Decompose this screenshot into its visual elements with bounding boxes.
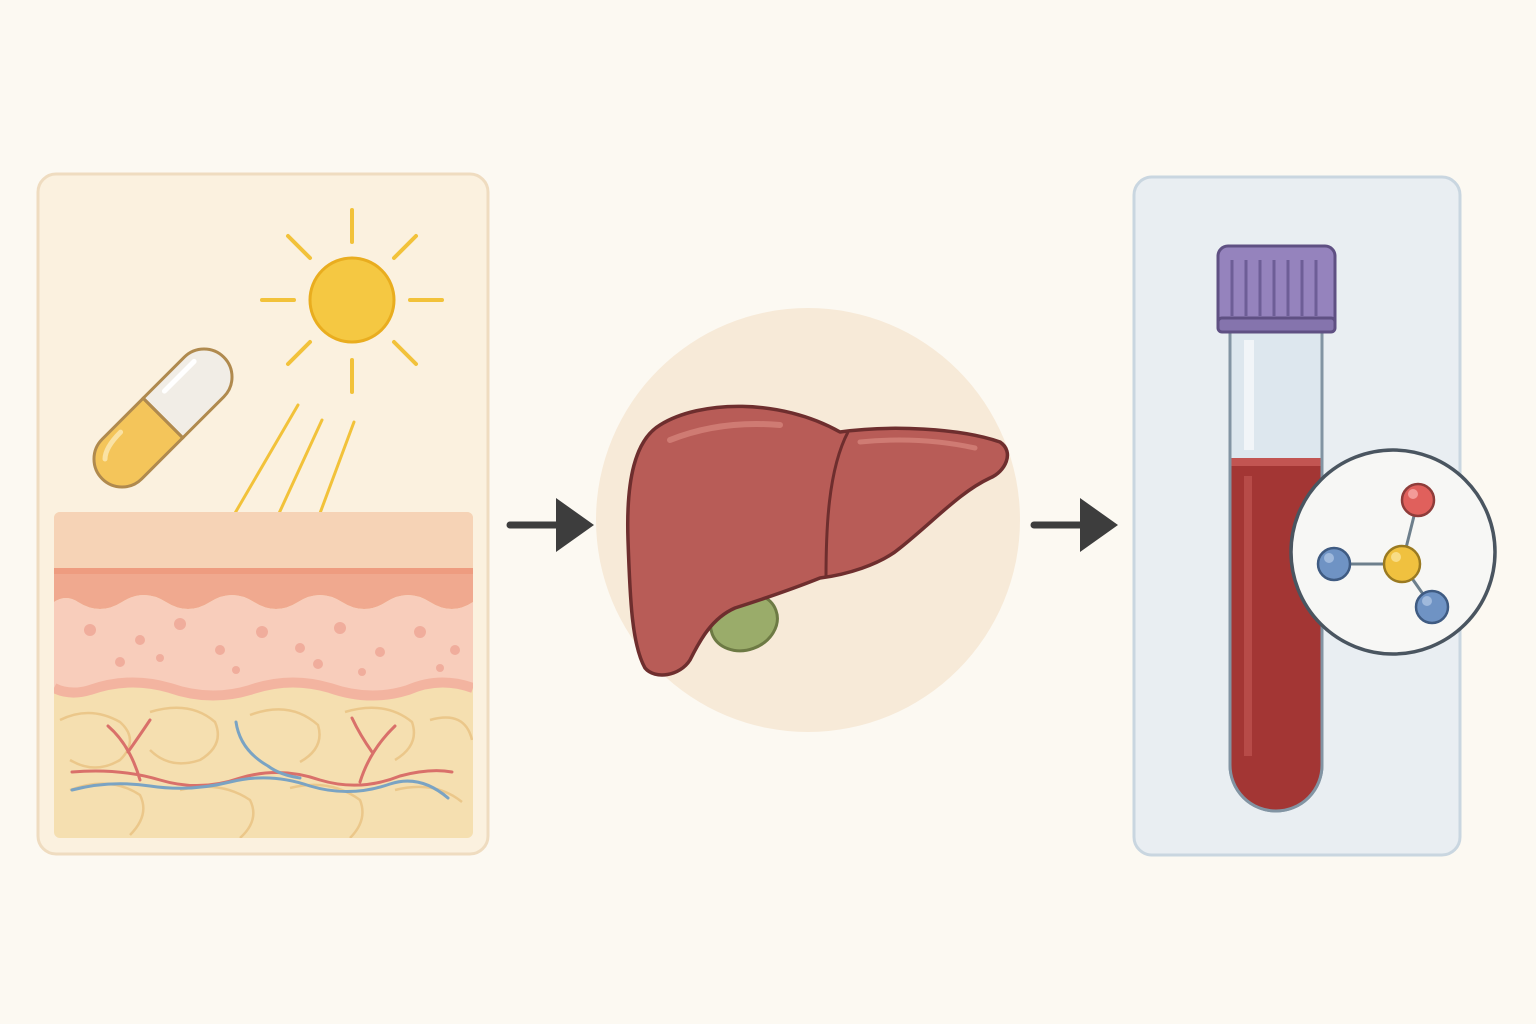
arrow-right-icon <box>506 498 594 552</box>
capsule-icon <box>92 347 234 489</box>
molecule-loupe <box>1289 448 1497 656</box>
liver-stage <box>596 308 1020 732</box>
blood-tube-icon <box>1216 244 1337 813</box>
source-panel <box>36 172 490 856</box>
epidermis-top-layer <box>54 512 473 570</box>
molecule-icon <box>1316 482 1450 625</box>
sun-icon <box>260 208 444 394</box>
skin-layers-icon <box>54 512 473 838</box>
blood-test-panel <box>1132 175 1497 857</box>
dermis-layer <box>54 595 473 696</box>
liver-icon <box>625 404 1010 677</box>
arrow-right-icon <box>1030 498 1118 552</box>
dermal-blood-vessels <box>70 716 454 800</box>
epidermis-layer <box>54 574 473 609</box>
